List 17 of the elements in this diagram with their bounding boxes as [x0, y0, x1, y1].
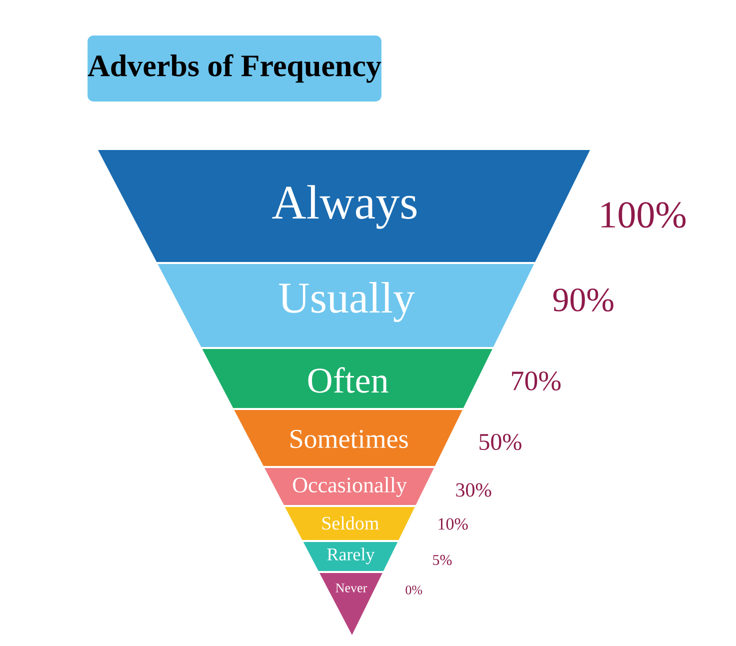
percent-label: 50% [480, 434, 522, 450]
percent-label: 90% [553, 288, 614, 312]
percent-label: 100% [602, 202, 686, 228]
percent-label: 5% [433, 554, 452, 566]
percent-label: 0% [406, 586, 422, 594]
funnel-band: Seldom [284, 507, 415, 540]
funnel-band: Occasionally [264, 468, 434, 505]
title-banner: Adverbs of Frequency [88, 36, 382, 102]
funnel-band: Usually [158, 264, 534, 347]
funnel-band: Always [98, 150, 590, 262]
funnel-band: Never [320, 573, 382, 635]
funnel-band: Rarely [303, 542, 398, 571]
funnel-band: Often [202, 349, 492, 408]
percent-label: 70% [512, 372, 561, 390]
funnel-band: Sometimes [234, 410, 462, 466]
percent-label: 30% [456, 483, 492, 497]
percent-label: 10% [438, 518, 468, 530]
